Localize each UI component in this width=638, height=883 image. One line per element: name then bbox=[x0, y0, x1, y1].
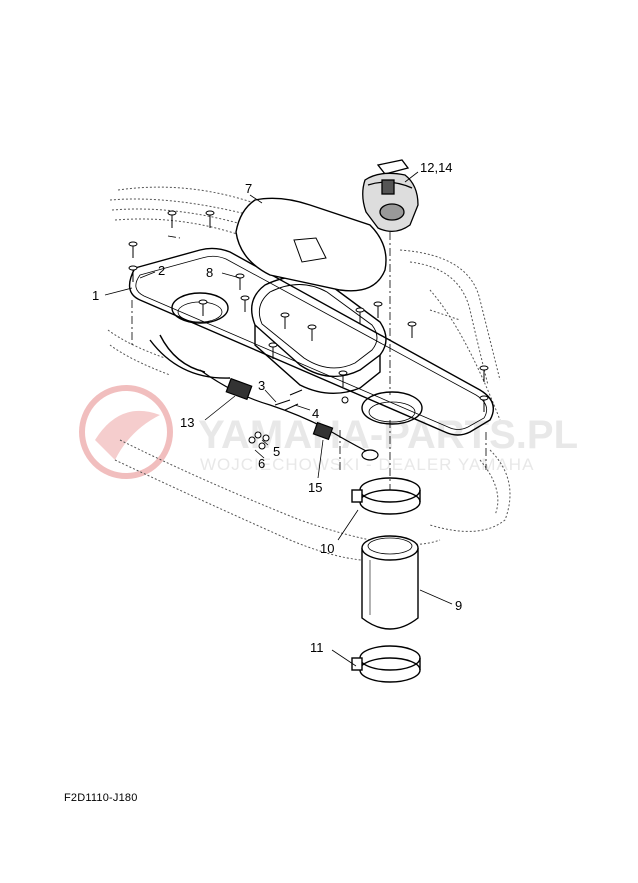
screw-icon bbox=[338, 370, 348, 387]
screw-icon bbox=[167, 210, 177, 228]
watermark-line2: WOJCIECHOWSKI - DEALER YAMAHA bbox=[200, 455, 534, 474]
callout-13: 13 bbox=[180, 415, 194, 430]
callout-4: 4 bbox=[312, 406, 319, 421]
leader-lines bbox=[104, 171, 453, 667]
clamp-11 bbox=[351, 645, 421, 683]
callout-9: 9 bbox=[455, 598, 462, 613]
hatch-cover bbox=[235, 197, 387, 292]
screw-icon bbox=[407, 321, 417, 338]
screw-icon bbox=[373, 301, 383, 318]
callout-15: 15 bbox=[308, 480, 322, 495]
callout-12-14: 12,14 bbox=[420, 160, 453, 175]
screw-icon bbox=[355, 307, 365, 324]
callout-3: 3 bbox=[258, 378, 265, 393]
watermark-logo-swoosh-icon bbox=[95, 410, 160, 460]
screw-icon bbox=[479, 395, 489, 412]
pipe-9 bbox=[361, 535, 419, 630]
callout-11: 11 bbox=[310, 640, 324, 655]
callout-7: 7 bbox=[245, 181, 252, 196]
screw-icon bbox=[235, 273, 245, 290]
diagram-code: F2D1110-J180 bbox=[64, 792, 138, 804]
screw-icon bbox=[280, 312, 290, 329]
screw-icon bbox=[307, 324, 317, 341]
screw-icon bbox=[128, 265, 138, 282]
watermark-logo-icon bbox=[79, 385, 173, 479]
screw-icon bbox=[240, 295, 250, 312]
bilge-pump bbox=[362, 159, 419, 232]
callout-8: 8 bbox=[206, 265, 213, 280]
callout-10: 10 bbox=[320, 541, 334, 556]
screw-icon bbox=[205, 210, 215, 228]
screw-icon bbox=[128, 241, 138, 258]
callout-5: 5 bbox=[273, 444, 280, 459]
callouts: 1 2 3 4 5 6 7 8 9 10 11 12,14 13 15 bbox=[92, 160, 462, 655]
small-parts bbox=[248, 389, 349, 450]
screw-icon bbox=[268, 342, 278, 359]
alignment-lines bbox=[131, 232, 487, 490]
callout-6: 6 bbox=[258, 456, 265, 471]
clamp-10 bbox=[351, 477, 421, 515]
screw-icon bbox=[198, 299, 208, 316]
screws bbox=[128, 210, 489, 412]
wire-harness bbox=[199, 369, 379, 461]
callout-2: 2 bbox=[158, 263, 165, 278]
callout-1: 1 bbox=[92, 288, 99, 303]
screw-icon bbox=[479, 365, 489, 382]
